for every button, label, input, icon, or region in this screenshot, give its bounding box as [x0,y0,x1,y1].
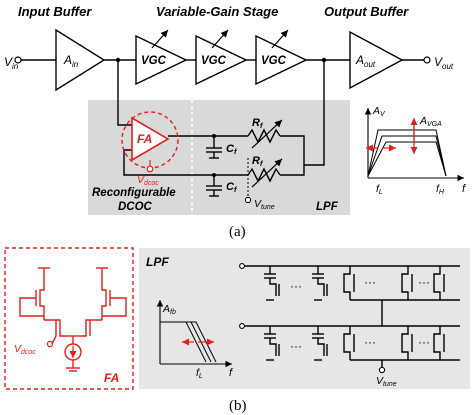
bode-a-fl-label: fL [376,183,383,196]
bode-a-fh-label: fH [436,183,445,196]
res-switch-bottom-1 [343,326,351,360]
res-switch-bottom-3 [433,326,441,360]
cap-cell-top-1 [264,266,280,301]
cf-1-label: Cf [226,143,238,156]
rf-1-variable-arrow [251,119,283,149]
cap-array-terminal-bottom [239,323,245,329]
lpf-label: LPF [316,201,339,213]
rf-1-label: Rf [252,117,264,130]
res-dots-4: ··· [418,335,430,349]
cf-2-label: Cf [226,181,238,194]
capacitor-array: ··· ··· [239,263,344,361]
fa-nmos-left [44,319,66,337]
reconfigurable-label: Reconfigurable [92,187,176,199]
vgc-3-variable-arrow [271,29,289,49]
caption-b: (b) [229,398,247,414]
dcoc-label: DCOC [118,201,153,213]
fa-vdcoc-label: Vdcoc [137,174,159,187]
res-switch-top-3 [433,266,441,300]
caption-a: (a) [229,224,246,240]
bode-a-curve-2 [367,135,447,177]
rf-2-resistor [247,167,281,183]
bode-a-curve-3 [367,141,447,177]
res-dots-1: ··· [364,275,376,289]
vin-label: Vin [4,55,19,71]
cap-cell-bottom-2 [312,326,328,361]
resistor-array: ··· ··· ··· ··· [343,265,460,374]
fa-circuit-box [4,247,134,390]
vgc-3-label: VGC [261,55,287,67]
bode-plot-b: Afb fL f [156,300,233,380]
fa-input-wire-bottom [123,149,214,176]
bode-b-f-label: f [229,367,233,379]
bode-b-afb-label: Afb [162,303,176,316]
figure-b: Vdcoc FA LPF Afb fL f [4,247,470,414]
cap-cell-top-2 [312,266,328,301]
lpf-b-label: LPF [146,255,169,269]
bode-b-curve-3 [160,321,217,363]
vgc-1-label: VGC [141,55,167,67]
rf-2-variable-arrow [251,158,283,188]
fa-nmos-right [80,319,102,337]
header-output-buffer: Output Buffer [324,4,409,19]
bode-a-avga-label: AVGA [419,115,442,128]
fa-b-vdcoc-label: Vdcoc [14,343,36,356]
res-switch-bottom-2 [401,326,409,360]
bode-a-av-label: AV [372,105,386,118]
rf-1-resistor [247,128,281,144]
vin-terminal [14,56,22,64]
cap-dots-bottom: ··· [290,339,302,353]
vgc-1-triangle [135,34,188,86]
lpf-feedback-wire [304,60,325,166]
res-switch-top-2 [401,266,409,300]
header-variable-gain-stage: Variable-Gain Stage [156,4,278,19]
bode-plot-a: AV AVGA fL fH f [364,105,466,196]
vgc-1-variable-arrow [151,29,169,49]
fa-label: FA [137,132,152,146]
bode-a-f-label: f [462,183,466,195]
cap-cell-bottom-1 [264,326,280,361]
fa-b-vdcoc-wire [51,335,57,345]
bode-a-curve-1 [367,129,447,177]
fa-pmos-left-diode [19,297,44,317]
bode-b-fl-label: fL [196,367,203,380]
cap-array-terminal-top [239,263,245,269]
cap-dots-top: ··· [290,279,302,293]
rf-2-label: Rf [252,155,264,168]
figure-a: Input Buffer Variable-Gain Stage Output … [4,4,466,240]
vtune-terminal [244,196,252,204]
rf-2-out-wire [280,165,305,176]
fa-b-vdcoc-terminal [46,340,54,348]
rf-1-out-wire [280,135,305,165]
vdcoc-terminal [146,165,154,173]
vout-terminal [423,56,431,64]
vtune-b-terminal [378,366,386,374]
fa-pmos-right-diode [102,297,127,317]
ain-label: Ain [63,53,79,69]
res-switch-top-1 [343,266,351,300]
fa-pmos-left [39,276,45,320]
reconfigurable-dcoc-panel [88,100,194,215]
vgc-3-triangle [255,34,308,86]
vtune-b-label: Vtune [376,375,397,388]
output-buffer-triangle [349,30,404,90]
aout-label: Aout [355,53,376,69]
input-buffer-triangle [55,28,106,92]
fa-pmos-right [101,276,107,320]
res-dots-2: ··· [364,335,376,349]
vtune-label: Vtune [254,198,275,211]
vout-label: Vout [434,55,454,71]
fa-amplifier-triangle [131,116,170,162]
fa-input-wire-top [117,60,132,126]
fa-transistor-circuit [19,267,127,372]
vgc-2-variable-arrow [211,29,229,49]
res-dots-3: ··· [418,275,430,289]
vgc-2-label: VGC [201,55,227,67]
header-input-buffer: Input Buffer [18,4,92,19]
lpf-b-panel [139,248,470,389]
fa-b-label: FA [104,371,119,385]
vgc-2-triangle [195,34,248,86]
